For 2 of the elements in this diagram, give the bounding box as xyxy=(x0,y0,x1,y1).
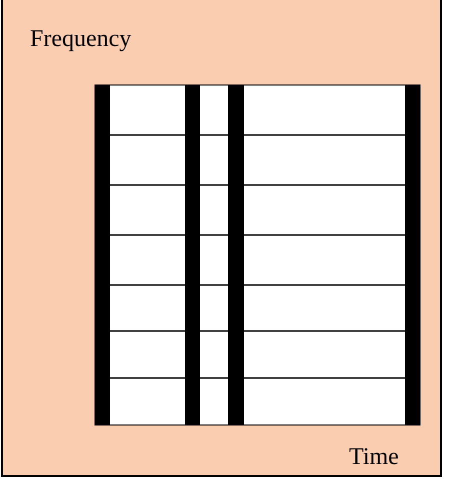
axis-label: Time xyxy=(349,444,399,471)
axis-label: Frequency xyxy=(30,26,132,53)
